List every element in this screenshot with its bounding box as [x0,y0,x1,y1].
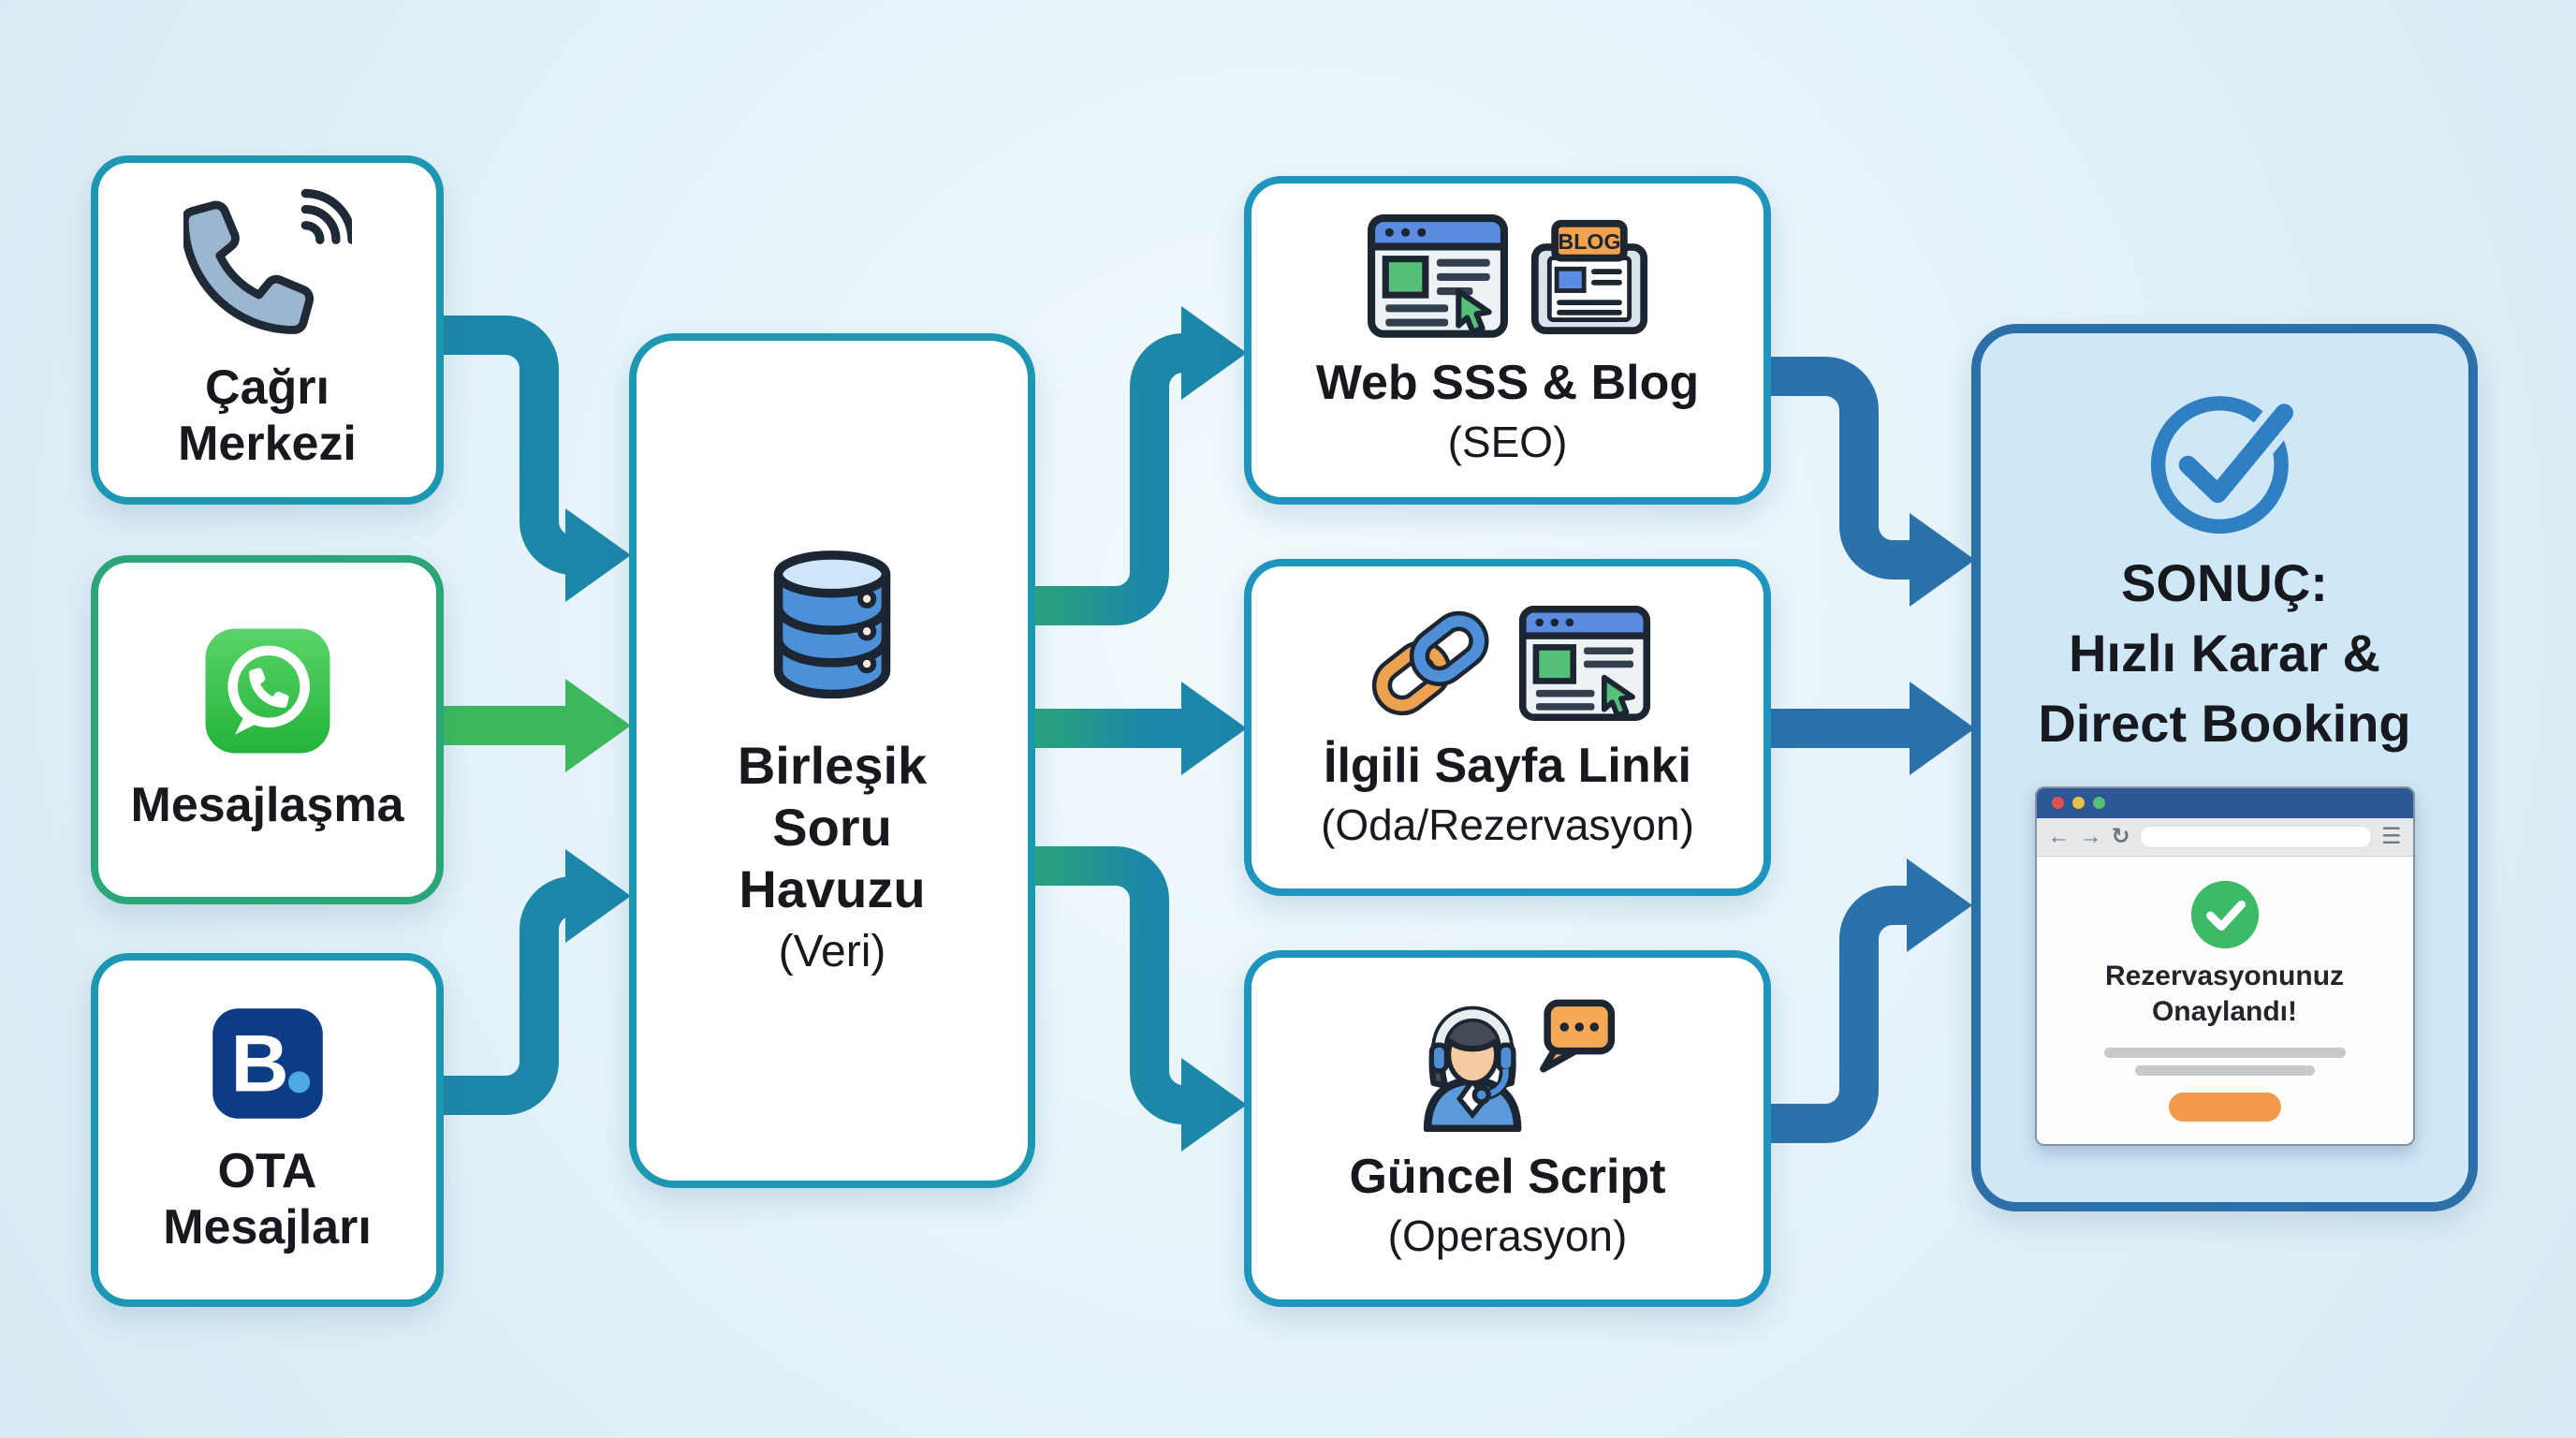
database-icon [773,550,891,699]
output-subtitle-web: (SEO) [1447,418,1568,467]
source-card-ota: B OTA Mesajları [91,953,444,1307]
arrow-call-center-to-hub [444,315,631,602]
check-circle-icon [2150,395,2302,535]
placeholder-line [2103,1048,2346,1059]
minimize-icon [2071,797,2085,810]
output-title-link: İlgili Sayfa Linki [1324,739,1691,794]
menu-icon: ☰ [2380,824,2402,850]
agent-icon [1423,999,1615,1132]
booking-letter: B [230,1019,288,1108]
source-label-ota: OTA Mesajları [163,1143,372,1255]
source-label-call-center: Çağrı Merkezi [178,360,357,472]
forward-icon: → [2079,823,2102,849]
output-subtitle-script: (Operasyon) [1387,1211,1628,1260]
url-bar [2139,825,2372,848]
arrow-hub-to-script [1035,846,1247,1152]
arrow-messaging-to-hub [444,679,631,772]
arrow-hub-to-web [1035,306,1247,625]
link-icon [1371,610,1489,716]
blog-label: BLOG [1558,228,1620,253]
source-card-messaging: Mesajlaşma [91,555,444,904]
cta-button [2168,1093,2281,1123]
arrow-link-to-result [1771,682,1975,775]
output-card-web-faq-blog: BLOG Web SSS & Blog (SEO) [1244,176,1771,505]
phone-icon [183,188,352,334]
hub-subtitle: (Veri) [778,927,886,977]
arrow-hub-to-link [1035,682,1247,775]
maximize-icon [2092,797,2105,810]
hub-card: Birleşik Soru Havuzu (Veri) [629,333,1035,1188]
reload-icon: ↻ [2111,824,2130,850]
blog-icon: BLOG [1530,219,1647,334]
arrow-script-to-result [1771,858,1972,1143]
output-card-script: Güncel Script (Operasyon) [1244,950,1771,1307]
placeholder-line [2134,1065,2315,1077]
booking-icon: B [212,1007,323,1119]
back-icon: ← [2047,823,2071,849]
output-card-page-link: İlgili Sayfa Linki (Oda/Rezervasyon) [1244,559,1771,896]
browser-toolbar: ← → ↻ ☰ [2036,817,2413,857]
output-title-web: Web SSS & Blog [1315,356,1700,411]
close-icon [2051,797,2064,810]
output-title-script: Güncel Script [1349,1149,1666,1204]
arrow-web-to-result [1771,357,1975,607]
arrow-ota-to-hub [444,849,631,1115]
browser-icon [1518,605,1650,721]
output-subtitle-link: (Oda/Rezervasyon) [1321,800,1694,850]
link-icon-row [1365,605,1651,722]
mini-browser: ← → ↻ ☰ Rezervasyonunuz Onaylandı! [2034,785,2415,1146]
whatsapp-icon [205,628,329,754]
result-card: SONUÇ: Hızlı Karar & Direct Booking ← → … [1971,324,2478,1211]
hub-title: Birleşik Soru Havuzu [737,735,928,919]
browser-icon [1367,213,1508,338]
success-check-icon [2190,881,2259,949]
browser-titlebar [2036,787,2413,818]
result-title: SONUÇ: Hızlı Karar & Direct Booking [2038,552,2411,753]
web-blog-icon-row: BLOG [1367,213,1649,339]
browser-page: Rezervasyonunuz Onaylandı! [2036,856,2413,1144]
confirmation-message: Rezervasyonunuz Onaylandı! [2104,961,2345,1027]
source-label-messaging: Mesajlaşma [130,778,404,833]
source-card-call-center: Çağrı Merkezi [91,155,444,505]
speech-bubble-icon [1539,999,1615,1073]
